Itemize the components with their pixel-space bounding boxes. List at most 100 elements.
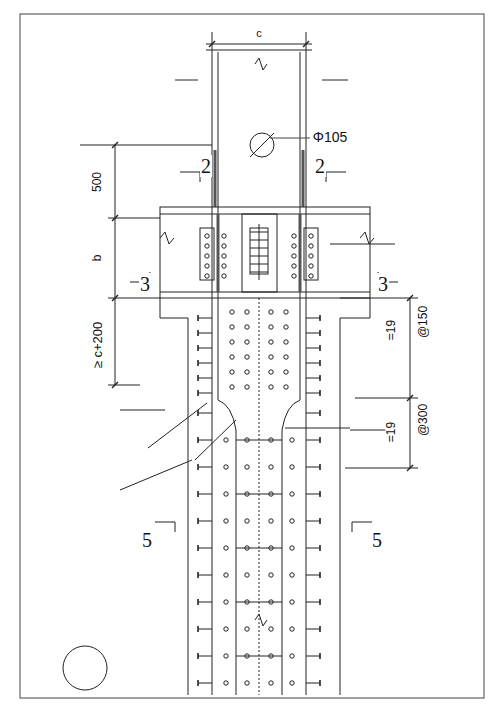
bolt-hole	[284, 355, 288, 359]
bolt-hole	[284, 385, 288, 389]
bolt-hole	[245, 465, 249, 469]
stud-stroke	[319, 491, 321, 497]
stud-stroke	[197, 345, 199, 351]
stud-stroke	[250, 272, 268, 273]
bolt-hole	[245, 340, 249, 344]
section-mark: 3	[139, 273, 151, 295]
stud-stroke	[198, 548, 212, 549]
bolt-hole	[224, 438, 228, 442]
stud-stroke	[306, 548, 320, 549]
bolt-hole	[245, 355, 249, 359]
bolt-hole	[245, 627, 249, 631]
stud-stroke	[198, 333, 212, 334]
section-mark: 5	[371, 529, 383, 551]
bolt-hole	[290, 627, 294, 631]
stud-stroke	[306, 333, 320, 334]
bolt-hole	[290, 546, 294, 550]
stud-stroke	[319, 390, 321, 396]
stud-stroke	[306, 656, 320, 657]
bolt-hole	[309, 274, 313, 278]
bolt-hole	[269, 310, 273, 314]
stud-stroke	[197, 315, 199, 321]
dimension-label: 500	[91, 171, 104, 193]
stud-stroke	[198, 521, 212, 522]
stud-stroke	[236, 440, 282, 441]
dimension-label: b	[91, 254, 104, 263]
stud-stroke	[197, 375, 199, 381]
stud-stroke	[197, 437, 199, 443]
stud-stroke	[319, 653, 321, 659]
bolt-hole	[205, 234, 209, 238]
stud-stroke	[306, 318, 320, 319]
section-mark: 2	[200, 155, 212, 177]
stud-stroke	[306, 467, 320, 468]
bolt-hole	[224, 573, 228, 577]
stud-stroke	[306, 575, 320, 576]
bolt-hole	[245, 681, 249, 685]
bolt-hole	[245, 519, 249, 523]
stud-stroke	[197, 518, 199, 524]
stud-stroke	[319, 545, 321, 551]
bolt-hole	[269, 325, 273, 329]
bolt-hole	[309, 254, 313, 258]
stud-stroke	[306, 629, 320, 630]
stud-stroke	[306, 521, 320, 522]
stud-stroke	[197, 653, 199, 659]
stud-stroke	[319, 626, 321, 632]
bolt-hole	[245, 573, 249, 577]
bolt-hole	[245, 310, 249, 314]
stud-stroke	[319, 345, 321, 351]
bolt-hole	[230, 340, 234, 344]
bolt-hole	[292, 254, 296, 258]
stud-stroke	[236, 656, 282, 657]
bolt-hole	[269, 340, 273, 344]
stud-stroke	[197, 626, 199, 632]
bolt-hole	[292, 274, 296, 278]
bolt-hole	[292, 264, 296, 268]
stud-stroke	[198, 629, 212, 630]
stud-stroke	[198, 494, 212, 495]
bolt-hole	[269, 385, 273, 389]
stud-stroke	[319, 375, 321, 381]
bolt-hole	[230, 310, 234, 314]
bolt-hole	[290, 438, 294, 442]
stud-stroke	[198, 467, 212, 468]
bolt-hole	[205, 254, 209, 258]
bolt-hole	[224, 492, 228, 496]
stud-stroke	[197, 545, 199, 551]
bolt-hole	[269, 355, 273, 359]
bolt-hole	[269, 370, 273, 374]
stud-stroke	[198, 378, 212, 379]
stud-stroke	[197, 360, 199, 366]
stud-stroke	[198, 602, 212, 603]
bolt-hole	[290, 654, 294, 658]
bolt-hole	[284, 310, 288, 314]
stud-stroke	[306, 413, 320, 414]
stud-stroke	[319, 518, 321, 524]
bolt-hole	[224, 654, 228, 658]
stud-stroke	[197, 464, 199, 470]
bolt-hole	[245, 385, 249, 389]
bolt-hole	[224, 465, 228, 469]
bolt-hole	[230, 355, 234, 359]
stud-stroke	[319, 330, 321, 336]
dimension-label: =19	[385, 319, 398, 341]
stud-stroke	[250, 232, 268, 233]
stud-stroke	[198, 683, 212, 684]
stud-stroke	[306, 494, 320, 495]
bolt-hole	[290, 519, 294, 523]
stud-stroke	[197, 330, 199, 336]
bolt-hole	[292, 234, 296, 238]
stud-stroke	[198, 413, 212, 414]
bolt-hole	[309, 234, 313, 238]
section-mark: 2	[314, 155, 326, 177]
bolt-hole	[230, 385, 234, 389]
stud-stroke	[236, 494, 282, 495]
stud-stroke	[306, 363, 320, 364]
bolt-hole	[224, 519, 228, 523]
section-mark: 5	[141, 529, 153, 551]
bolt-hole	[290, 573, 294, 577]
stud-stroke	[319, 315, 321, 321]
stud-stroke	[319, 680, 321, 686]
